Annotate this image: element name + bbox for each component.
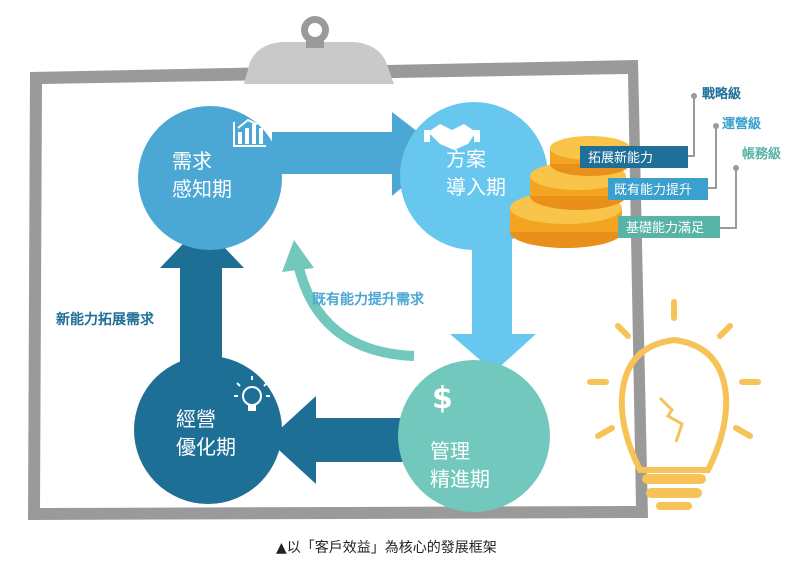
arrow-solution-to-management	[450, 230, 536, 372]
arrow-management-to-optimization	[268, 396, 420, 484]
inner-arrow-label: 既有能力提升需求	[312, 291, 425, 308]
big-lightbulb-icon	[587, 299, 761, 510]
handshake-icon	[424, 124, 480, 150]
bar-label-existing: 既有能力提升	[614, 182, 692, 198]
level-accounting: 帳務級	[742, 146, 781, 162]
phase-optimization: 經營 優化期	[134, 356, 282, 504]
bar-existing-capability	[608, 178, 708, 200]
arrow-inner-curve	[293, 262, 415, 361]
phase-management-line2: 精進期	[430, 467, 490, 491]
phase-solution-line1: 方案	[446, 147, 486, 171]
bar-new-capability	[580, 146, 688, 168]
phase-demand-line1: 需求	[172, 149, 212, 173]
phase-management-line1: 管理	[430, 439, 470, 463]
level-strategic: 戰略級	[702, 86, 741, 102]
level-connectors	[688, 93, 739, 229]
level-operational: 運營級	[722, 116, 761, 132]
chart-icon	[233, 115, 266, 147]
dollar-icon: $	[432, 381, 453, 416]
phase-optimization-line1: 經營	[176, 407, 216, 431]
left-arrow-label: 新能力拓展需求	[56, 311, 155, 328]
phase-solution-line2: 導入期	[446, 175, 506, 199]
arrow-optimization-to-demand	[160, 224, 244, 368]
lightbulb-icon	[234, 376, 270, 411]
stack-bars: 拓展新能力 既有能力提升 基礎能力滿足	[580, 146, 720, 238]
clip-icon	[244, 42, 394, 84]
bar-label-basic: 基礎能力滿足	[626, 220, 704, 236]
phase-management: $ 管理 精進期	[398, 360, 550, 512]
bar-label-new: 拓展新能力	[588, 150, 653, 166]
phase-optimization-line2: 優化期	[176, 435, 236, 459]
figure-caption: ▲以「客戶效益」為核心的發展框架	[276, 539, 497, 556]
phase-demand-line2: 感知期	[172, 177, 232, 201]
phase-demand: 需求 感知期	[138, 106, 282, 250]
bar-basic-capability	[618, 216, 720, 238]
